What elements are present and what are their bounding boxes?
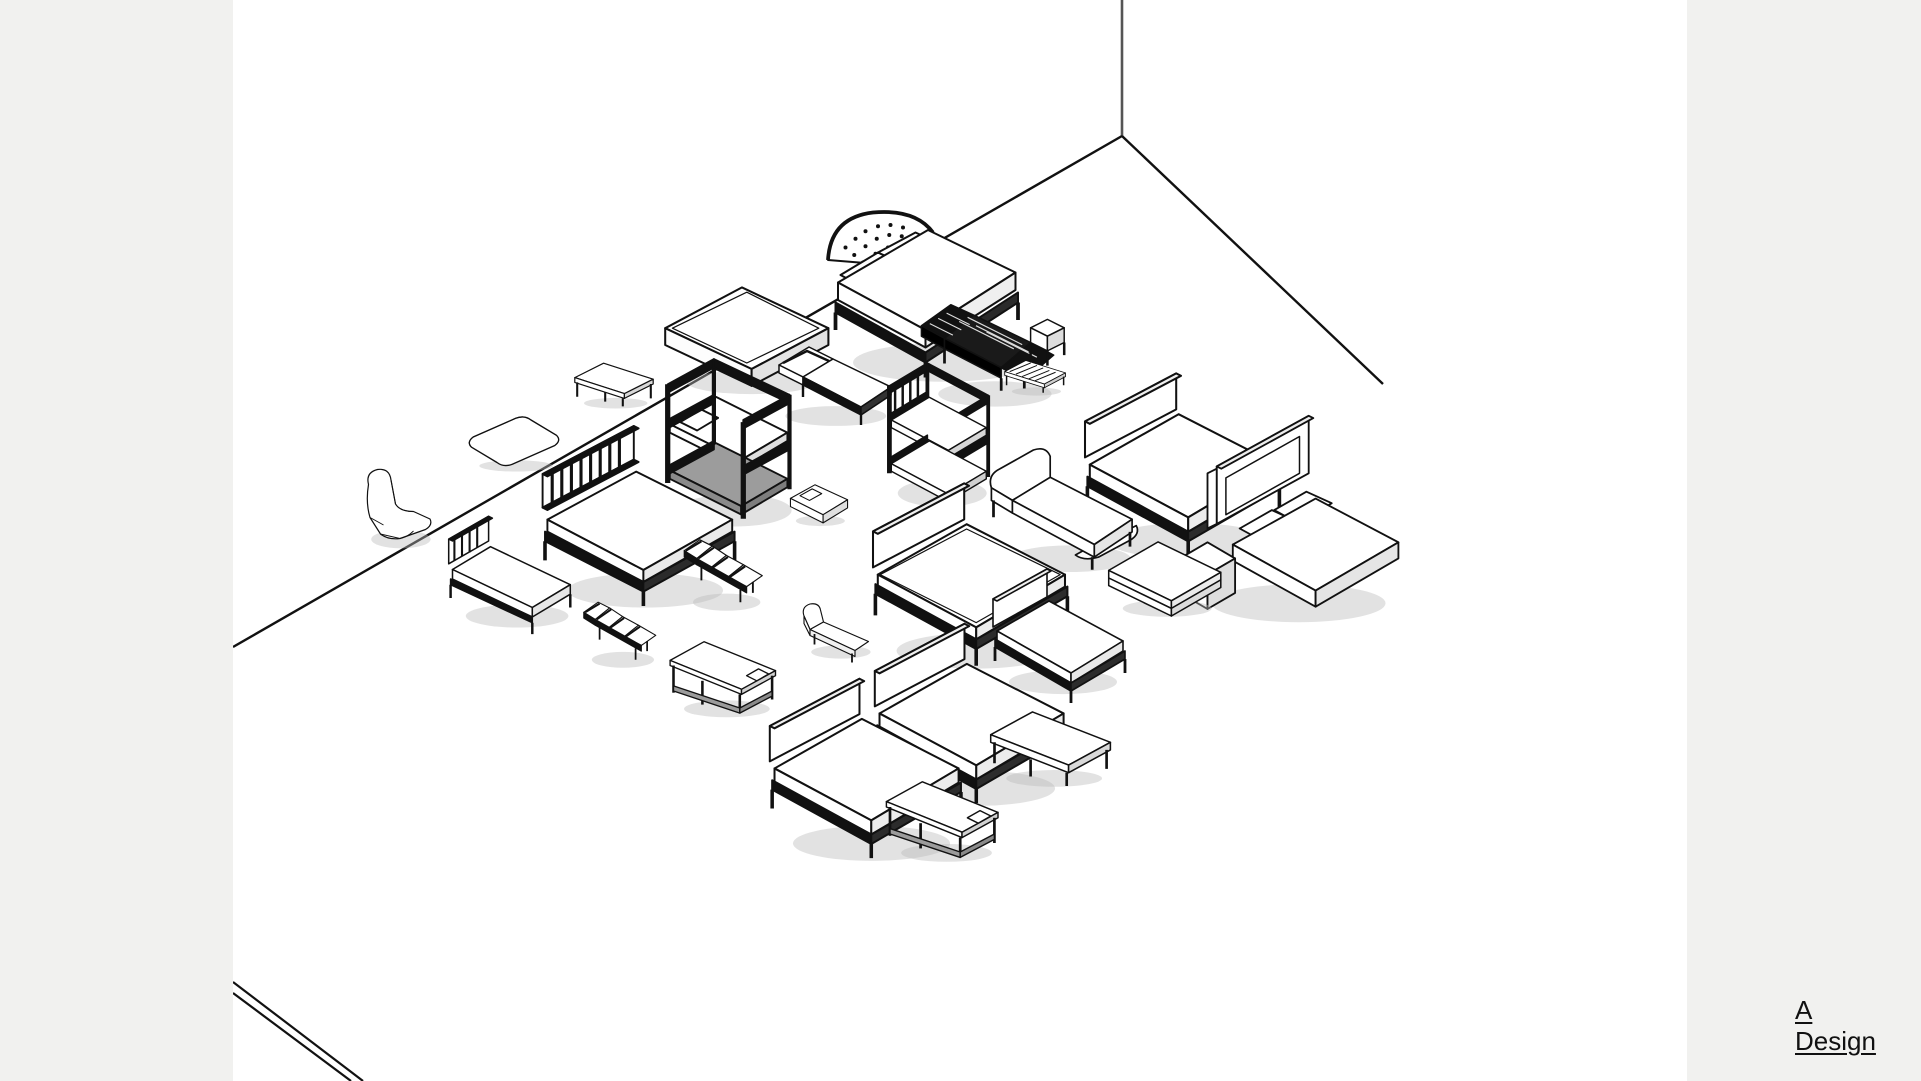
single-bed-headboard-right[interactable]: Single Bed with Headboard (991, 567, 1127, 705)
furniture-shadow (1006, 770, 1103, 787)
exam-table-lower[interactable]: Examination Table Low (885, 780, 1000, 862)
slat-lounger-lower[interactable]: Slatted Lounger Low (582, 601, 657, 668)
furniture-shadow (584, 397, 648, 409)
lounge-chair-curved[interactable]: Curved Lounge Chair (366, 468, 432, 549)
exam-table-upper-geometry (668, 640, 777, 715)
isometric-scene: Tufted Headboard Double BedReclining Lou… (233, 0, 1400, 1081)
small-bench-narrow[interactable]: Narrow Bench (573, 362, 655, 409)
left-wall-floor-line (233, 134, 1123, 649)
lounge-chair-curved-geometry (366, 468, 432, 540)
exam-table-upper[interactable]: Examination Table (668, 640, 777, 718)
watermark-line-1: A (1795, 995, 1813, 1025)
rounded-slab-panel[interactable]: Rounded Slab Panel (468, 416, 560, 472)
slatted-bench-small[interactable]: Slatted Bench (1003, 359, 1067, 396)
right-wall-floor-line (1121, 135, 1384, 385)
furniture-shadow (591, 651, 655, 668)
chaise-fabric[interactable]: Fabric Chaise (802, 602, 871, 664)
slat-lounger-lower-geometry (582, 601, 657, 661)
bed-headboard-nightstand[interactable]: Bed with Headboard and Nightstand (1178, 414, 1400, 623)
floor-edge-line-inner (233, 992, 352, 1081)
furniture-shadow (1011, 387, 1062, 396)
slat-lounger-upper[interactable]: Slatted Lounger (683, 538, 764, 611)
furniture-shadow (1211, 584, 1386, 623)
single-bed-left[interactable]: Single Bed (447, 515, 572, 636)
ottoman-box[interactable]: Ottoman Box (789, 484, 849, 527)
room-shell (233, 0, 1384, 1081)
day-bed-chaise[interactable]: Day Bed Chaise (777, 345, 893, 427)
furniture-shadow (692, 593, 761, 611)
mattress-stack[interactable]: Stacked Mattress (1107, 541, 1222, 617)
slatted-headboard-bed[interactable]: Slatted Headboard Bed (540, 424, 737, 608)
floor-edge-line-outer (233, 981, 364, 1081)
ottoman-box-geometry (789, 484, 849, 524)
rounded-slab-panel-geometry (468, 416, 560, 467)
watermark: A Design (1795, 995, 1915, 1056)
bench-long-right[interactable]: Long Bench (989, 710, 1112, 788)
watermark-line-2: Design (1795, 1025, 1876, 1056)
drawing-canvas[interactable]: Tufted Headboard Double BedReclining Lou… (233, 0, 1687, 1081)
furniture-layer[interactable]: Tufted Headboard Double BedReclining Lou… (366, 210, 1400, 862)
double-bed-headboard-low[interactable]: Double Bed Low Headboard (768, 676, 963, 861)
